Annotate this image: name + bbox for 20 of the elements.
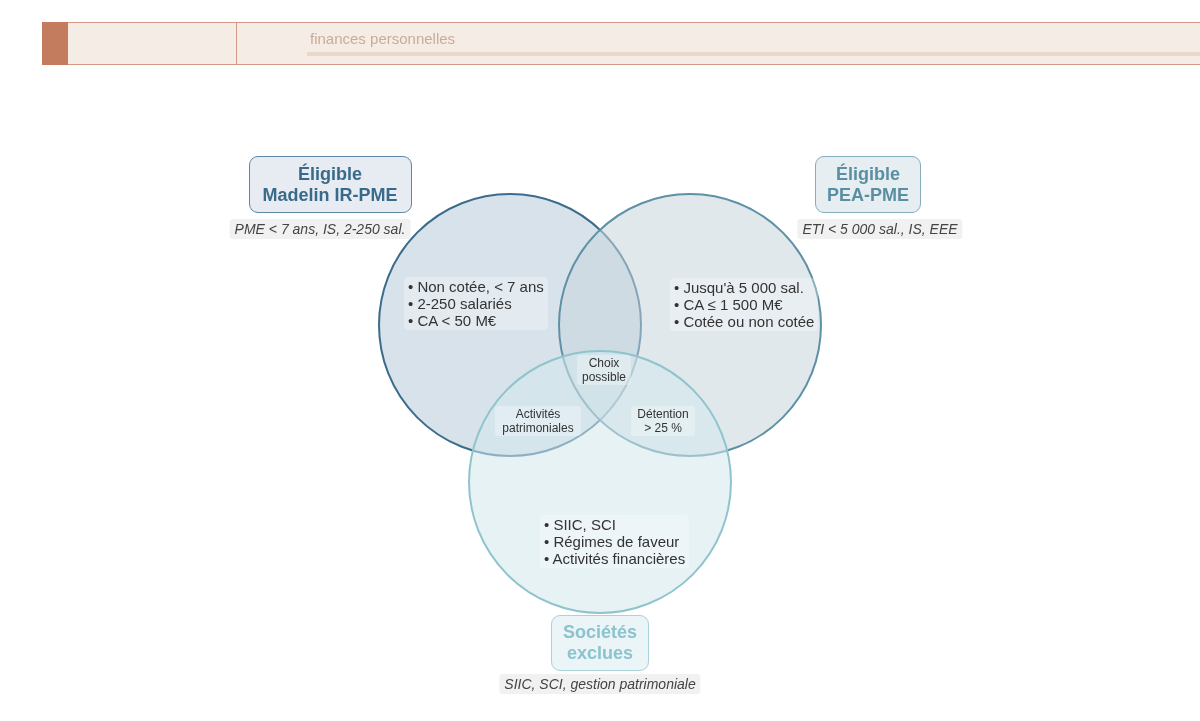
set-subtitle: PME < 7 ans, IS, 2-250 sal. bbox=[229, 219, 411, 239]
criterion-text: • Activités financières bbox=[544, 550, 686, 567]
criterion-text: • CA < 50 M€ bbox=[408, 312, 498, 329]
criterion-text: • SIIC, SCI bbox=[544, 516, 617, 533]
set-heading: Éligible PEA-PME bbox=[815, 156, 921, 213]
criterion-text: • Cotée ou non cotée bbox=[674, 313, 815, 330]
set-heading: Sociétés exclues bbox=[551, 615, 649, 671]
criterion-text: • Régimes de faveur bbox=[544, 533, 681, 550]
set-subtitle: SIIC, SCI, gestion patrimoniale bbox=[499, 674, 701, 694]
overlap-label: Détention > 25 % bbox=[631, 406, 695, 436]
overlap-label: Choix possible bbox=[577, 355, 631, 385]
criterion-text: • Jusqu'à 5 000 sal. bbox=[674, 279, 805, 296]
overlap-label: Activités patrimoniales bbox=[495, 406, 581, 436]
criterion-text: • CA ≤ 1 500 M€ bbox=[674, 296, 784, 313]
criterion-text: • 2-250 salariés bbox=[408, 295, 513, 312]
set-heading: Éligible Madelin IR-PME bbox=[248, 156, 412, 213]
tagline: finances personnelles bbox=[310, 30, 456, 48]
criterion-text: • Non cotée, < 7 ans bbox=[408, 278, 544, 295]
venn-circle bbox=[468, 350, 732, 614]
set-subtitle: ETI < 5 000 sal., IS, EEE bbox=[797, 219, 963, 239]
